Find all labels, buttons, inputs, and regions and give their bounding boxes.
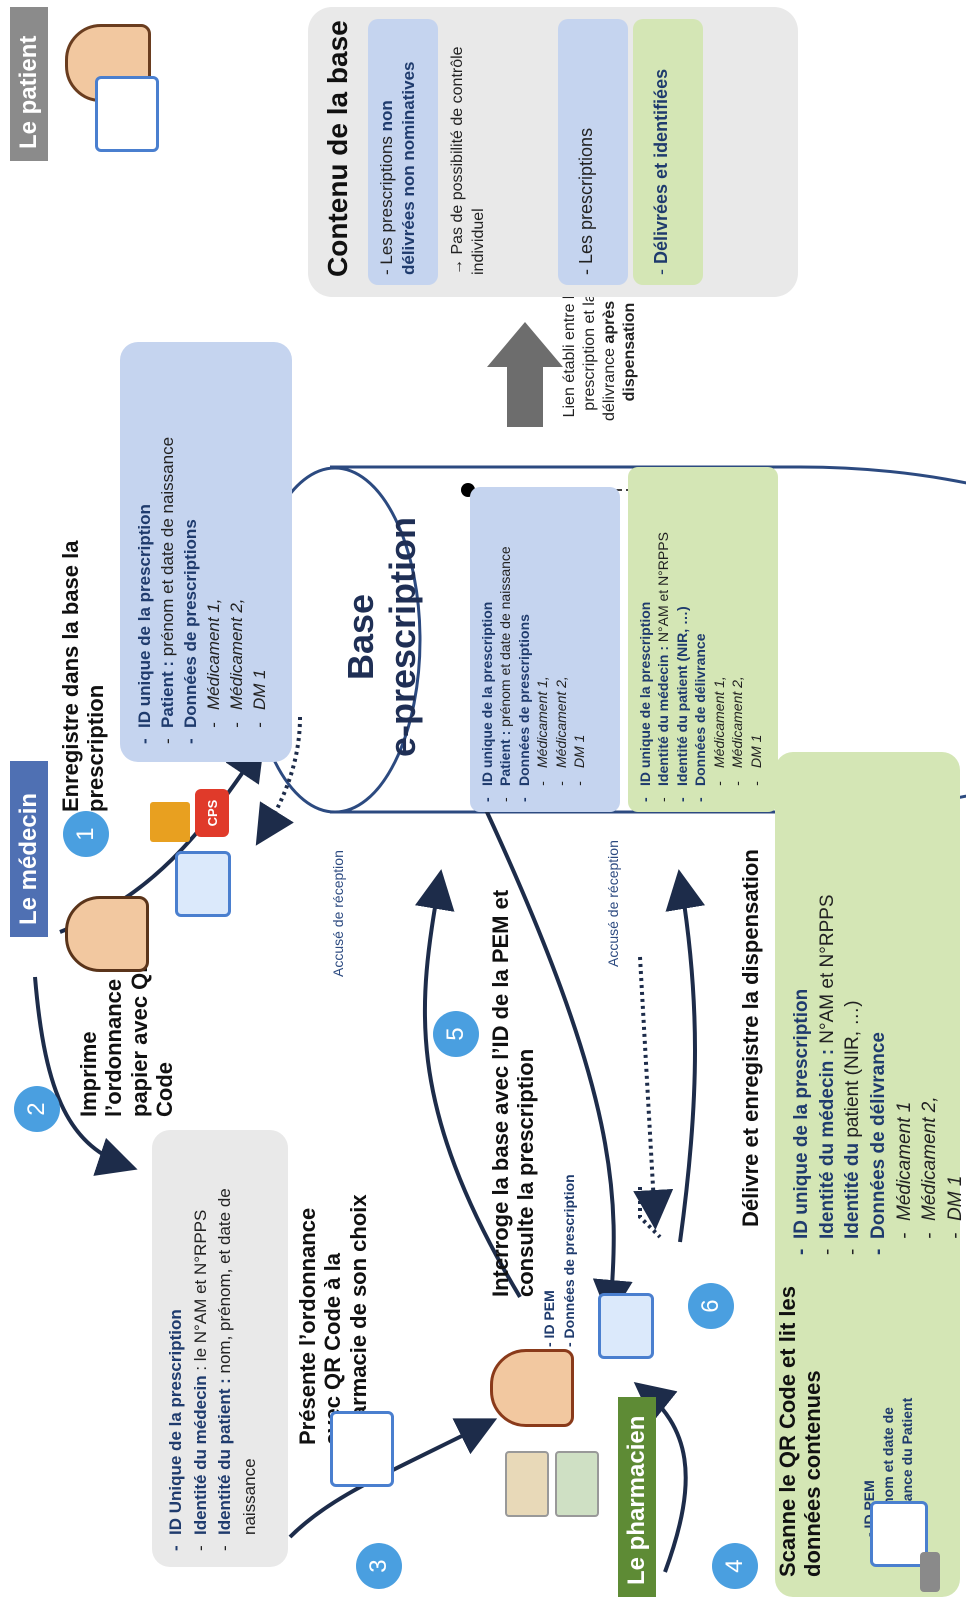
database-title: Base e-prescription <box>340 467 424 807</box>
cps-card-icon-2 <box>555 1451 599 1517</box>
contenu-box: Contenu de la base - Les prescriptions n… <box>308 7 798 297</box>
medecin-box-dm1: DM 1 <box>249 358 272 746</box>
patient-box-medecin: Identité du médecin : le N°AM et N°RPPS <box>189 1144 214 1553</box>
doctor-avatar-icon <box>65 896 149 972</box>
text-accuse2: Accusé de réception <box>605 840 621 967</box>
arrow-accuse1 <box>255 716 302 846</box>
medecin-box-med1: Médicament 1, <box>203 358 226 746</box>
medecin-box-med2: Médicament 2, <box>226 358 249 746</box>
pharmacist-computer-icon <box>598 1293 654 1359</box>
arrow-accuse2 <box>633 956 674 1230</box>
database-title-line1: Base <box>340 593 381 681</box>
patient-info-box: ID Unique de la prescription Identité du… <box>152 1130 288 1567</box>
contenu-blue1a: Les prescriptions <box>377 131 396 265</box>
arrow-step6 <box>665 869 705 1243</box>
qr-code-icon <box>150 802 190 842</box>
badge-step2: 2 <box>14 1086 60 1132</box>
text-delivre: Délivre et enregistre la dispensation <box>738 849 763 1227</box>
cps-card-icon: CPS <box>195 789 229 837</box>
database-prescription-box: ID unique de la prescription Patient : p… <box>470 487 620 812</box>
grey-arrow <box>487 322 563 427</box>
text-presente: Présente l’ordonnance avec QR Code à la … <box>295 1194 371 1445</box>
medecin-box-donnees: Données de prescriptions <box>180 358 203 746</box>
db-blue-med2: Médicament 2, <box>552 495 570 804</box>
db-green-medecin: Identité du médecin : N°AM et N°RPPS <box>654 475 672 804</box>
contenu-title: Contenu de la base <box>322 20 353 277</box>
pharma-id1: ID PEM <box>541 1290 557 1339</box>
db-green-donnees: Données de délivrance <box>691 475 709 804</box>
role-pharmacien: Le pharmacien <box>618 1397 656 1597</box>
badge-step6: 6 <box>688 1283 734 1329</box>
role-patient: Le patient <box>10 7 48 161</box>
badge-step5: 5 <box>433 1011 479 1057</box>
lien-text: Lien établi entre la prescription et la … <box>560 277 640 427</box>
medecin-info-box: ID unique de la prescription Patient : p… <box>120 342 292 762</box>
pharmacist-avatar-icon <box>490 1349 574 1427</box>
database-title-line2: e-prescription <box>382 516 423 758</box>
medecin-box-patient: Patient : prénom et date de naissance <box>157 358 180 746</box>
arrow-step5 <box>415 869 522 1299</box>
contenu-green: - Délivrées et identifiées <box>633 19 703 285</box>
contenu-blue2: - Les prescriptions <box>558 19 628 285</box>
arrow-consult <box>478 796 633 1320</box>
role-medecin: Le médecin <box>10 761 48 937</box>
delivery-box-medecin: Identité du médecin : N°AM et N°RPPS <box>815 768 841 1257</box>
delivery-box-med2: Médicament 2, <box>917 768 943 1257</box>
db-green-patient: Identité du patient (NIR, …) <box>673 475 691 804</box>
contenu-blue2-text: Les prescriptions <box>576 127 596 264</box>
arrow-accuse2-a <box>638 1187 662 1239</box>
contenu-note: → Pas de possibilité de contrôle individ… <box>449 46 487 275</box>
scanner-icon <box>920 1552 940 1592</box>
db-blue-dm1: DM 1 <box>570 495 588 804</box>
text-interroge: Interroge la base avec l’ID de la PEM et… <box>488 889 539 1297</box>
arrow-step2 <box>33 976 138 1176</box>
badge-step3: 3 <box>356 1543 402 1589</box>
db-green-id: ID unique de la prescription <box>636 475 654 804</box>
delivery-box-med1: Médicament 1 <box>892 768 918 1257</box>
delivery-box-patient: Identité du patient (NIR, …) <box>840 768 866 1257</box>
db-blue-med1: Médicament 1, <box>533 495 551 804</box>
text-accuse1: Accusé de réception <box>330 850 346 977</box>
delivery-box-dm1: DM 1 <box>943 768 966 1257</box>
patient-box-patient: Identité du patient : nom, prénom, et da… <box>213 1144 262 1553</box>
badge-step1: 1 <box>63 811 109 857</box>
db-green-med1: Médicament 1, <box>710 475 728 804</box>
db-blue-patient: Patient : prénom et date de naissance <box>496 495 514 804</box>
vitale-card-icon <box>505 1451 549 1517</box>
doctor-computer-icon <box>175 851 231 917</box>
delivery-box-donnees: Données de délivrance <box>866 768 892 1257</box>
db-blue-donnees: Données de prescriptions <box>515 495 533 804</box>
arrow-step4 <box>633 1381 688 1573</box>
badge-step4: 4 <box>712 1543 758 1589</box>
text-enregistre: Enregistre dans la base la prescription <box>58 540 109 812</box>
pharma-id2: Données de prescription <box>560 1174 577 1339</box>
prescription-doc-icon-2 <box>330 1411 394 1487</box>
db-blue-id: ID unique de la prescription <box>478 495 496 804</box>
contenu-blue1: - Les prescriptions non délivrées non no… <box>368 19 438 285</box>
pharma-id-labels: - ID PEM - Données de prescription <box>541 1174 577 1347</box>
medecin-box-id: ID unique de la prescription <box>134 358 157 746</box>
prescription-doc-icon-1 <box>95 76 159 152</box>
delivery-box-id: ID unique de la prescription <box>789 768 815 1257</box>
text-scanne: Scanne le QR Code et lit les données con… <box>775 1286 826 1577</box>
contenu-green-text: Délivrées et identifiées <box>651 68 671 264</box>
patient-box-id: ID Unique de la prescription <box>164 1144 189 1553</box>
